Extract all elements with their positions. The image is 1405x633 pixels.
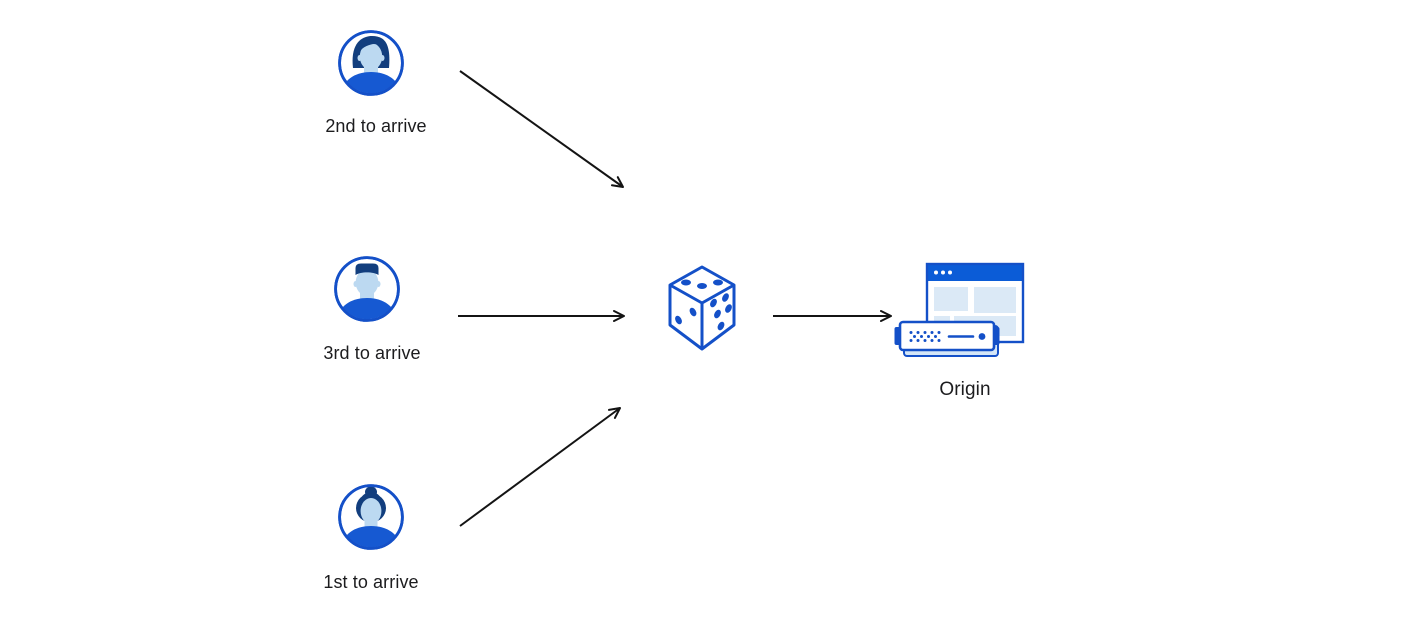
- visitor-third-label: 3rd to arrive: [323, 343, 421, 363]
- visitor-second-label: 2nd to arrive: [325, 116, 427, 136]
- visitor-first-label: 1st to arrive: [323, 572, 419, 592]
- dice-icon: [668, 265, 736, 351]
- origin-label: Origin: [939, 379, 991, 400]
- arrow-first-to-dice: [459, 407, 621, 527]
- origin-server-browser-icon: [894, 262, 1025, 357]
- user-avatar-man-icon: [338, 30, 404, 96]
- arrow-second-to-dice: [459, 70, 624, 188]
- user-avatar-woman-icon: [338, 484, 404, 550]
- user-avatar-man-icon: [334, 256, 400, 322]
